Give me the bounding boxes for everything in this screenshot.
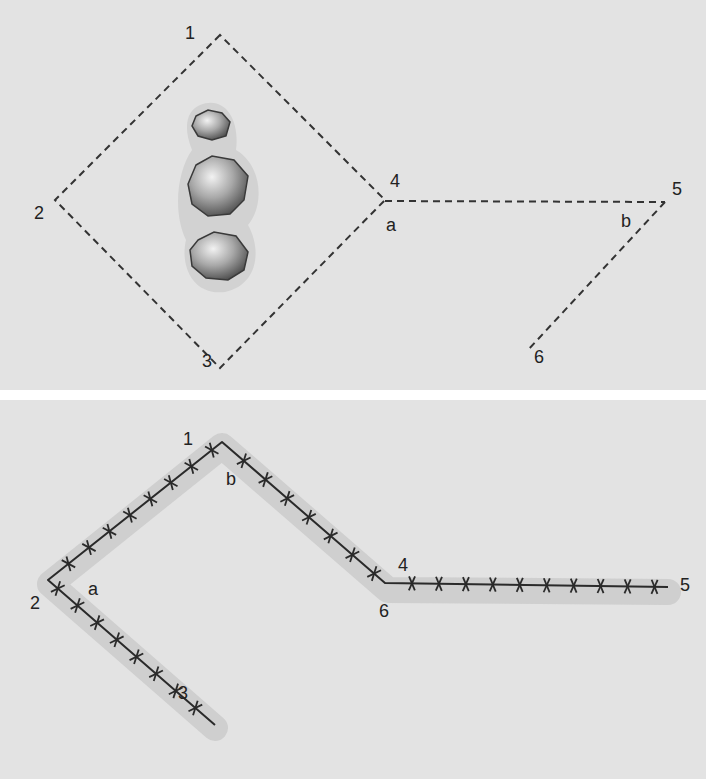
point-label: a (386, 216, 396, 234)
stitch (490, 577, 496, 591)
stitch (409, 576, 415, 590)
stitch (367, 570, 381, 577)
stitch (598, 579, 604, 593)
point-label: 2 (34, 204, 44, 222)
stitch (517, 578, 523, 592)
point-label: 3 (202, 352, 212, 370)
stitch (571, 579, 577, 593)
point-label: 4 (390, 172, 400, 190)
stitch (517, 578, 523, 592)
stitch (66, 556, 70, 571)
stitch (149, 671, 163, 678)
stitch (148, 491, 152, 506)
stitch (544, 578, 550, 592)
stitch (188, 705, 202, 712)
point-label: 6 (379, 602, 389, 620)
stitch (463, 577, 469, 591)
stitch (280, 495, 294, 502)
stitch (324, 533, 338, 540)
stitch (130, 653, 144, 660)
lesion (190, 232, 248, 280)
stitches (51, 443, 658, 715)
suture-line (48, 442, 668, 725)
point-label: 3 (178, 684, 188, 702)
stitch (409, 576, 415, 590)
stitch (87, 540, 91, 555)
excision-rhombus (55, 35, 385, 368)
stitch (259, 476, 273, 483)
stitch (107, 524, 111, 539)
stitch (436, 577, 442, 591)
bottom-panel (0, 400, 706, 779)
incision-line (528, 202, 665, 350)
stitch (346, 551, 360, 558)
stitch (189, 459, 193, 474)
point-label: b (226, 470, 236, 488)
stitch (625, 579, 631, 593)
stitch (51, 585, 65, 592)
point-label: 6 (534, 348, 544, 366)
stitch (571, 579, 577, 593)
lesion (188, 156, 248, 216)
stitch (490, 578, 496, 592)
stitch (71, 602, 85, 609)
stitch (210, 443, 214, 458)
stitch (598, 579, 604, 593)
point-label: 1 (183, 430, 193, 448)
point-label: a (88, 580, 98, 598)
stitch (90, 619, 104, 626)
stitch (169, 475, 173, 490)
stitch (237, 457, 251, 464)
point-label: 2 (30, 594, 40, 612)
stitch (436, 577, 442, 591)
stitch (302, 514, 316, 521)
top-panel (0, 0, 706, 390)
stitch (110, 636, 124, 643)
stitch (128, 508, 132, 523)
stitch (463, 577, 469, 591)
stitch (651, 580, 657, 594)
point-label: 5 (680, 576, 690, 594)
stitch (544, 578, 550, 592)
point-label: 4 (398, 556, 408, 574)
point-label: 1 (185, 24, 195, 42)
lesion-halo (178, 103, 259, 293)
stitch (624, 579, 630, 593)
stitch (652, 580, 658, 594)
wound-shadow (50, 446, 668, 728)
point-label: b (621, 212, 631, 230)
incision-line (385, 201, 665, 202)
lesion (192, 110, 230, 140)
point-label: 5 (672, 180, 682, 198)
